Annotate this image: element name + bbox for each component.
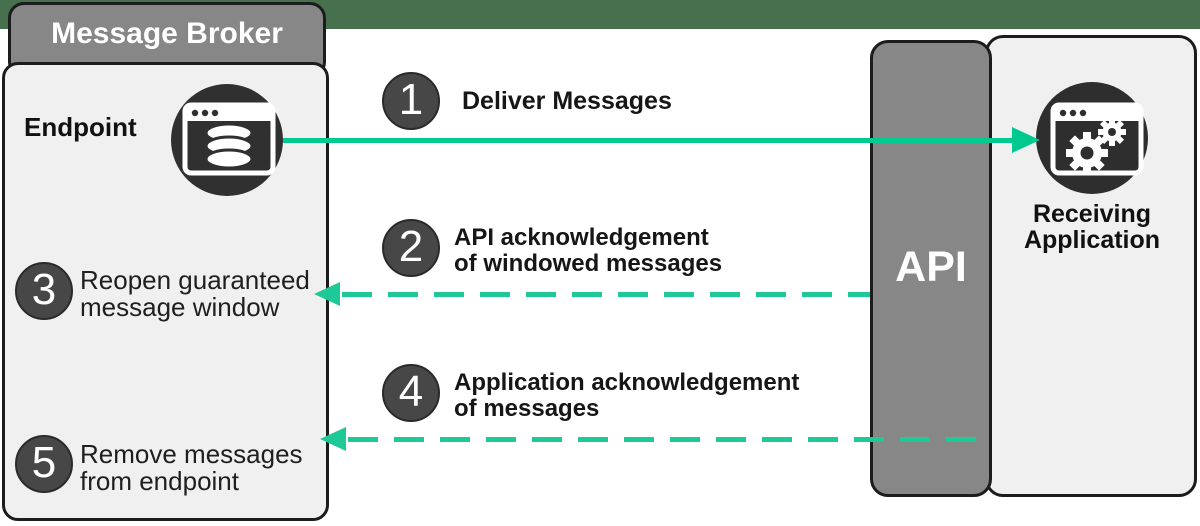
step-3-circle: 3 xyxy=(15,262,73,320)
step-3-label-line2: message window xyxy=(80,292,280,322)
receiving-application-label: Receiving Application xyxy=(992,201,1192,253)
application-ack-arrow-line xyxy=(348,437,990,442)
step-3-label: Reopen guaranteed message window xyxy=(80,267,310,321)
flow-1-label: Deliver Messages xyxy=(462,87,672,115)
step-5-label-line1: Remove messages xyxy=(80,439,303,469)
step-5-number: 5 xyxy=(31,437,57,487)
step-5-circle: 5 xyxy=(15,435,73,493)
flow-2-label: API acknowledgement of windowed messages xyxy=(454,225,722,277)
api-label: API xyxy=(895,243,967,291)
receiving-application-label-line1: Receiving xyxy=(1032,200,1152,228)
flow-2-number: 2 xyxy=(398,221,424,271)
step-5-label: Remove messages from endpoint xyxy=(80,441,303,495)
flow-1-number: 1 xyxy=(398,74,424,124)
application-ack-arrowhead-icon xyxy=(320,427,346,451)
api-bar xyxy=(870,40,992,497)
flow-1-circle: 1 xyxy=(382,72,440,130)
api-ack-arrow-line xyxy=(342,292,870,297)
flow-2-label-line1: API acknowledgement xyxy=(454,224,709,251)
flow-2-circle: 2 xyxy=(382,219,440,277)
step-3-label-line1: Reopen guaranteed xyxy=(80,265,310,295)
flow-4-number: 4 xyxy=(398,366,424,416)
step-5-label-line2: from endpoint xyxy=(80,466,239,496)
gears-window-icon xyxy=(1036,82,1148,194)
message-broker-title: Message Broker xyxy=(51,17,283,50)
flow-2-label-line2: of windowed messages xyxy=(454,250,723,277)
flow-4-label-line2: of messages xyxy=(454,395,600,422)
deliver-messages-arrowhead-icon xyxy=(1012,127,1040,153)
flow-4-label-line1: Application acknowledgement xyxy=(454,369,800,396)
receiving-application-label-line2: Application xyxy=(1023,226,1161,254)
flow-4-circle: 4 xyxy=(382,364,440,422)
deliver-messages-arrow-line xyxy=(283,138,1014,143)
flow-4-label: Application acknowledgement of messages xyxy=(454,370,799,422)
endpoint-label: Endpoint xyxy=(24,112,137,142)
api-ack-arrowhead-icon xyxy=(314,282,340,306)
database-window-icon xyxy=(171,84,283,196)
step-3-number: 3 xyxy=(31,264,57,314)
